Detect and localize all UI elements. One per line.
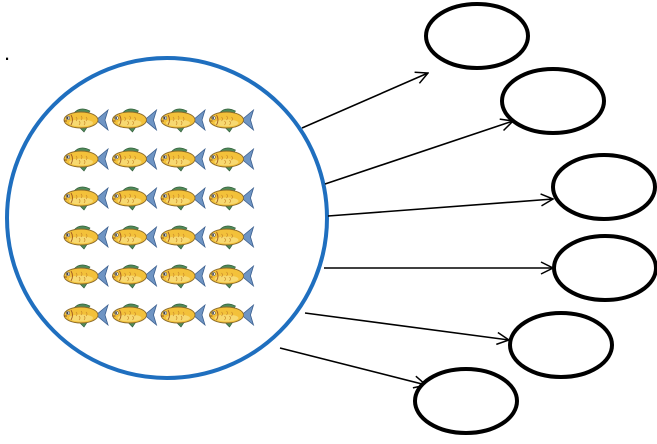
fish-icon xyxy=(160,264,206,289)
fish-icon xyxy=(209,303,254,328)
arrow-5 xyxy=(304,312,509,340)
fish-icon xyxy=(112,108,157,133)
fish-icon xyxy=(63,264,109,289)
fish-group xyxy=(63,108,254,328)
target-oval-shape xyxy=(413,367,519,435)
fish-icon xyxy=(209,225,254,250)
fish-icon xyxy=(112,186,157,211)
target-oval-2 xyxy=(500,67,606,135)
fish-icon xyxy=(160,147,206,172)
dot-marker: . xyxy=(4,40,10,65)
fish-icon xyxy=(112,225,157,250)
fish-icon xyxy=(112,303,157,328)
fish-icon xyxy=(209,264,254,289)
fish-icon xyxy=(63,225,109,250)
target-oval-4 xyxy=(552,234,657,302)
target-oval-shape xyxy=(500,67,606,135)
fish-icon xyxy=(209,186,254,211)
arrow-3 xyxy=(327,199,553,217)
fish-icon xyxy=(209,147,254,172)
fish-icon xyxy=(160,108,206,133)
fish-icon xyxy=(160,186,206,211)
arrow-6 xyxy=(279,347,426,385)
fish-icon xyxy=(112,264,157,289)
target-oval-3 xyxy=(551,153,657,221)
fish-icon xyxy=(63,186,109,211)
source-circle xyxy=(5,56,329,380)
fish-icon xyxy=(63,303,109,328)
target-oval-shape xyxy=(424,2,530,70)
arrow-1 xyxy=(301,73,428,129)
fish-icon xyxy=(160,303,206,328)
fish-icon xyxy=(63,108,109,133)
target-oval-1 xyxy=(424,2,530,70)
arrow-group xyxy=(279,73,553,385)
fish-icon xyxy=(112,147,157,172)
target-group xyxy=(413,2,657,435)
target-oval-shape xyxy=(552,234,657,302)
fish-icon xyxy=(63,147,109,172)
target-oval-shape xyxy=(551,153,657,221)
fish-icon xyxy=(209,108,254,133)
arrow-2 xyxy=(324,121,513,185)
target-oval-6 xyxy=(413,367,519,435)
target-oval-5 xyxy=(508,311,614,379)
fish-icon xyxy=(160,225,206,250)
target-oval-shape xyxy=(508,311,614,379)
